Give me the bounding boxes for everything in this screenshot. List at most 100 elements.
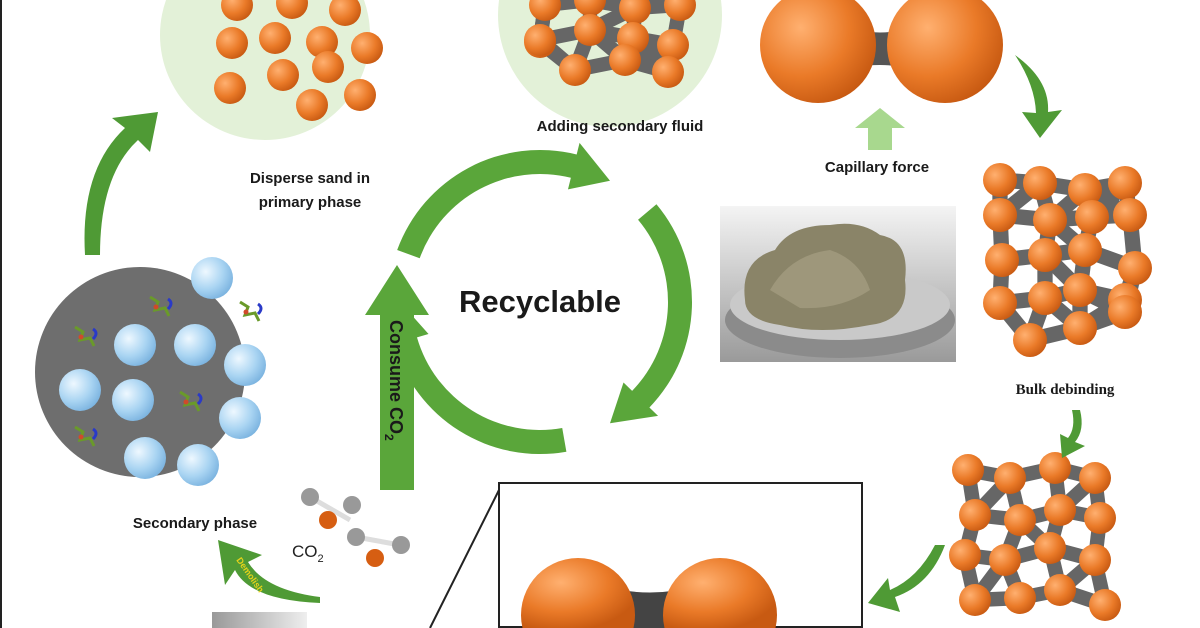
- cycle-arrow-icon: [610, 204, 693, 424]
- sand-particle: [1044, 574, 1076, 606]
- secondary-fluid-droplet: [114, 324, 156, 366]
- binder-molecule-icon: [179, 390, 203, 412]
- consume-co2-arrow-icon: [365, 265, 429, 490]
- sand-particle: [344, 79, 376, 111]
- secondary-fluid-droplet: [219, 397, 261, 439]
- secondary-fluid-droplet: [59, 369, 101, 411]
- sand-particle: [221, 0, 253, 21]
- secondary-phase-circle: [35, 267, 245, 477]
- sand-particle: [983, 286, 1017, 320]
- sand-particle: [1075, 200, 1109, 234]
- flow-arrow-debinding-icon: [1060, 410, 1085, 458]
- secondary-fluid-droplet: [174, 324, 216, 366]
- adding-fluid-label: Adding secondary fluid: [537, 118, 704, 135]
- sand-particle: [1044, 494, 1076, 526]
- zoom-line: [429, 487, 501, 628]
- secondary-fluid-droplet: [191, 257, 233, 299]
- sand-particle: [1108, 295, 1142, 329]
- sand-particle: [1023, 166, 1057, 200]
- sand-particle: [216, 27, 248, 59]
- meniscus: [862, 6, 898, 18]
- inset-sphere-right: [663, 558, 777, 628]
- sand-particle: [657, 29, 689, 61]
- secondary-phase-label: Secondary phase: [133, 515, 257, 532]
- cycle-arrow-icon: [397, 142, 610, 259]
- flow-arrow-left-up-icon: [84, 112, 158, 255]
- sand-particle: [1118, 251, 1152, 285]
- binder-molecule-icon: [74, 325, 98, 347]
- dispersed-sand-particles: [214, 0, 383, 121]
- sand-particle: [529, 0, 561, 21]
- bulk-particle-network: [983, 163, 1152, 357]
- sand-particle: [1068, 173, 1102, 207]
- sand-particle: [1108, 166, 1142, 200]
- sand-particle: [1033, 203, 1067, 237]
- secondary-fluid-droplet: [224, 344, 266, 386]
- sand-particle: [1063, 311, 1097, 345]
- sand-particle: [609, 44, 641, 76]
- co2-label: CO2: [292, 542, 324, 565]
- sand-particle: [994, 462, 1026, 494]
- sand-particle: [619, 0, 651, 24]
- sand-particle: [1063, 273, 1097, 307]
- co2-molecule-icon: [301, 488, 361, 529]
- sand-particle: [1013, 323, 1047, 357]
- disperse-label-line1: Disperse sand in: [250, 170, 370, 187]
- debinded-particle-network: [949, 452, 1121, 621]
- binder-molecule-icon: [149, 295, 173, 317]
- sand-particle: [1089, 589, 1121, 621]
- demolish-arrow-icon: [218, 540, 320, 603]
- sand-particle: [1079, 544, 1111, 576]
- recycled-sand-photo: [720, 206, 956, 362]
- demolished-material: [212, 612, 307, 628]
- sand-particle: [574, 14, 606, 46]
- consume-co2-label: Consume CO2: [382, 320, 406, 441]
- sand-particle: [306, 26, 338, 58]
- sand-particle: [1004, 504, 1036, 536]
- sand-particle: [985, 243, 1019, 277]
- sand-particle: [1028, 281, 1062, 315]
- binder-molecule-icon: [239, 300, 263, 322]
- sand-particle: [1084, 502, 1116, 534]
- sand-particle: [214, 72, 246, 104]
- sand-particle: [1079, 462, 1111, 494]
- capillary-force-label: Capillary force: [825, 159, 929, 176]
- bridged-sand-particles: [524, 0, 696, 88]
- flow-arrow-bottom-left-icon: [868, 545, 945, 612]
- sand-particle: [983, 198, 1017, 232]
- sand-particle: [952, 454, 984, 486]
- sand-particle: [959, 499, 991, 531]
- secondary-fluid-droplet: [177, 444, 219, 486]
- sand-sphere-left: [760, 0, 876, 103]
- sand-particle: [1039, 452, 1071, 484]
- bulk-debinding-label: Bulk debinding: [1016, 382, 1115, 398]
- sand-particle: [983, 163, 1017, 197]
- sand-particle: [989, 544, 1021, 576]
- sand-particle: [296, 89, 328, 121]
- sand-particle: [574, 0, 606, 16]
- sand-particle: [949, 539, 981, 571]
- sand-particle: [524, 24, 556, 56]
- sand-particle: [559, 54, 591, 86]
- recyclable-label: Recyclable: [459, 284, 621, 319]
- sand-particle: [1034, 532, 1066, 564]
- sand-particle: [351, 32, 383, 64]
- secondary-phase-droplets: [59, 257, 266, 486]
- secondary-fluid-droplet: [112, 379, 154, 421]
- sand-particle: [1113, 198, 1147, 232]
- sand-particle: [959, 584, 991, 616]
- capillary-up-arrow-icon: [855, 108, 905, 150]
- inset-sphere-left: [521, 558, 635, 628]
- sand-particle: [259, 22, 291, 54]
- sand-particle: [329, 0, 361, 26]
- sand-particle: [276, 0, 308, 19]
- sand-particle: [312, 51, 344, 83]
- sand-particle: [1068, 233, 1102, 267]
- secondary-fluid-droplet: [124, 437, 166, 479]
- binder-molecule-icon: [74, 425, 98, 447]
- sand-particle: [652, 56, 684, 88]
- sand-particle: [1028, 238, 1062, 272]
- sand-sphere-right: [887, 0, 1003, 103]
